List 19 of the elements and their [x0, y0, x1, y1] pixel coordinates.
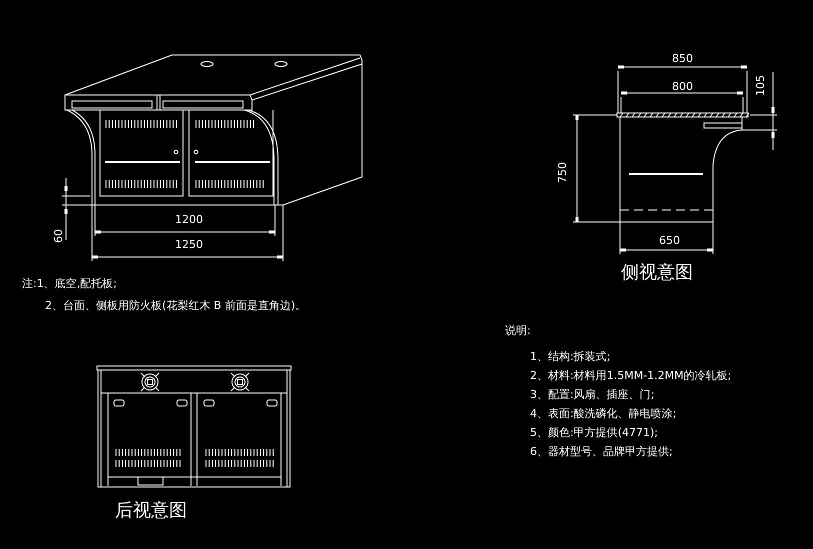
dimension-value: 650 [659, 235, 680, 246]
dimension-value: 1250 [175, 239, 203, 250]
dimension-value: 1200 [175, 214, 203, 225]
view-caption: 后视意图 [115, 502, 187, 520]
note-text: 3、配置:风扇、插座、门; [530, 389, 654, 400]
note-text: 1、结构:拆装式; [530, 351, 610, 362]
note-text: 2、台面、侧板用防火板(花梨红木 B 前面是直角边)。 [45, 300, 306, 311]
view-caption: 侧视意图 [621, 264, 693, 282]
note-heading: 说明: [505, 325, 531, 336]
note-text: 6、器材型号、品牌甲方提供; [530, 446, 673, 457]
dimension-value: 850 [672, 53, 693, 64]
dimension-value: 750 [557, 162, 568, 183]
note-text: 2、材料:材料用1.5MM-1.2MM的冷轧板; [530, 370, 732, 381]
dimension-value: 105 [755, 75, 766, 96]
dimension-value: 60 [53, 229, 64, 243]
dimension-value: 800 [672, 81, 693, 92]
note-text: 4、表面:酸洗磷化、静电喷涂; [530, 408, 676, 419]
note-text: 5、颜色:甲方提供(4771); [530, 427, 658, 438]
note-text: 注:1、底空,配托板; [22, 278, 117, 289]
